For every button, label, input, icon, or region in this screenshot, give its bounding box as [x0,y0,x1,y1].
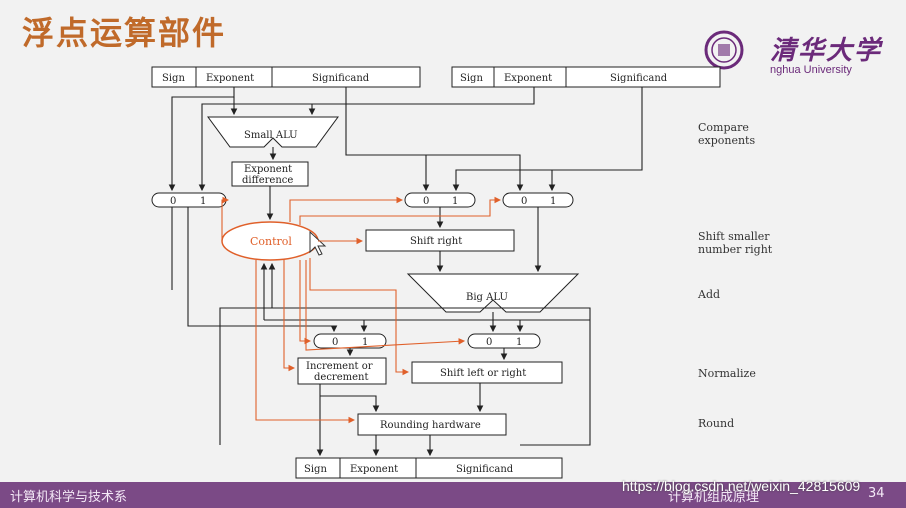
label-normalize: Normalize [698,367,756,380]
output-exponent: Exponent [350,464,398,475]
input-left-sign: Sign [162,73,185,84]
small-alu-block [207,116,339,148]
exp-diff-label-1: Exponent [244,164,292,175]
big-alu-block [406,273,580,313]
svg-text:0: 0 [423,196,429,207]
slide-title: 浮点运算部件 [22,14,227,52]
svg-text:0: 0 [486,337,492,348]
shift-line-2: number right [698,243,773,256]
shift-lr-label: Shift left or right [440,368,526,379]
svg-text:1: 1 [452,196,458,207]
page-number: 34 [868,486,885,501]
shift-right-label: Shift right [410,236,462,247]
rounding-hardware-block [357,413,507,436]
datapath-wires [168,87,643,457]
footer-bar: 计算机科学与技术系 计算机组成原理 34 [0,482,906,508]
mux-exponent: 0 1 [151,192,227,208]
svg-text:1: 1 [516,337,522,348]
footer-department: 计算机科学与技术系 [10,490,128,505]
control-wires [221,196,502,424]
university-name-en: nghua University [770,64,852,76]
input-right-significand: Significand [610,73,668,84]
university-logo-text: 清华大学 [770,36,883,66]
mux-significand-b: 0 1 [502,192,574,208]
label-shift-smaller: Shift smaller number right [698,230,772,256]
svg-text:0: 0 [332,337,338,348]
output-significand: Significand [456,464,514,475]
mux-significand-a: 0 1 [404,192,476,208]
mux-significand-normalize: 0 1 [467,333,541,349]
small-alu-label: Small ALU [244,130,298,141]
compare-line-2: exponents [698,134,756,147]
input-left-exponent: Exponent [206,73,254,84]
input-register-left: Sign Exponent Significand [151,66,421,88]
input-register-right: Sign Exponent Significand [451,66,721,88]
input-left-significand: Significand [312,73,370,84]
svg-text:1: 1 [200,196,206,207]
label-round: Round [698,417,735,430]
shift-left-right-block [411,361,563,384]
compare-line-1: Compare [698,121,749,134]
control-label: Control [250,235,292,248]
increment-decrement-block [297,357,387,385]
fp-adder-diagram: Sign Exponent Significand Sign Exponent … [151,66,721,479]
input-right-exponent: Exponent [504,73,552,84]
shift-line-1: Shift smaller [698,230,770,243]
output-register: Sign Exponent Significand [295,457,563,479]
footer-course: 计算机组成原理 [668,490,760,505]
watermark-url: https://blog.csdn.net/weixin_42815609 [622,478,861,494]
label-add: Add [698,288,721,301]
label-compare-exponents: Compare exponents [698,121,755,147]
svg-text:0: 0 [521,196,527,207]
input-right-sign: Sign [460,73,483,84]
rounding-label: Rounding hardware [380,420,481,431]
svg-text:1: 1 [550,196,556,207]
university-seal-icon [704,30,744,70]
svg-text:1: 1 [362,337,368,348]
output-sign: Sign [304,464,327,475]
svg-text:0: 0 [170,196,176,207]
exp-diff-label-2: difference [242,175,293,186]
exponent-difference-block [231,161,309,187]
inc-dec-label-1: Increment or [306,361,373,372]
big-alu-label: Big ALU [466,292,508,303]
mouse-cursor-icon [309,230,327,256]
mux-exponent-normalize: 0 1 [313,333,387,349]
inc-dec-label-2: decrement [314,372,368,383]
